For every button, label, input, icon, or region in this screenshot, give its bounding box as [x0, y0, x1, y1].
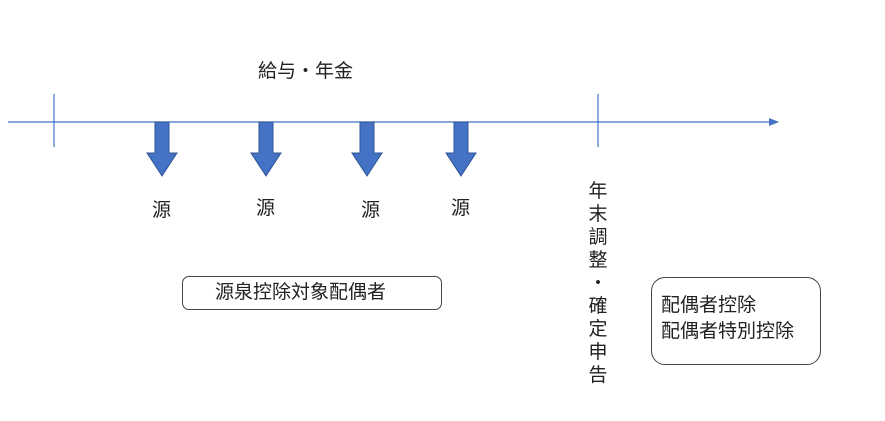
withholding-mark: 源 [256, 197, 276, 219]
withholding-target-text: 源泉控除対象配偶者 [215, 281, 387, 303]
withholding-mark: 源 [451, 197, 471, 219]
spouse-special-deduction-text: 配偶者特別控除 [661, 320, 795, 342]
year-end-char: 整 [588, 249, 608, 271]
down-arrow-2 [250, 121, 282, 177]
year-end-char: 申 [588, 341, 608, 363]
withholding-mark: 源 [361, 199, 381, 221]
year-end-label: 年 末 調 整 ・ 確 定 申 告 [586, 180, 610, 387]
year-end-char: 年 [588, 180, 608, 202]
withholding-target-box: 源泉控除対象配偶者 [182, 276, 442, 310]
down-arrow-3 [351, 121, 383, 177]
year-end-char: 確 [588, 295, 608, 317]
year-end-char: ・ [588, 272, 608, 294]
year-end-char: 末 [588, 203, 608, 225]
year-end-char: 告 [588, 364, 608, 386]
withholding-arrows [146, 121, 477, 177]
withholding-mark: 源 [152, 199, 172, 221]
down-arrow-1 [146, 121, 178, 177]
deduction-box: 配偶者控除 配偶者特別控除 [651, 277, 821, 365]
year-end-char: 定 [588, 318, 608, 340]
down-arrow-4 [445, 121, 477, 177]
spouse-deduction-text: 配偶者控除 [661, 294, 757, 316]
year-end-char: 調 [588, 226, 608, 248]
timeline-label: 給与・年金 [258, 60, 354, 82]
